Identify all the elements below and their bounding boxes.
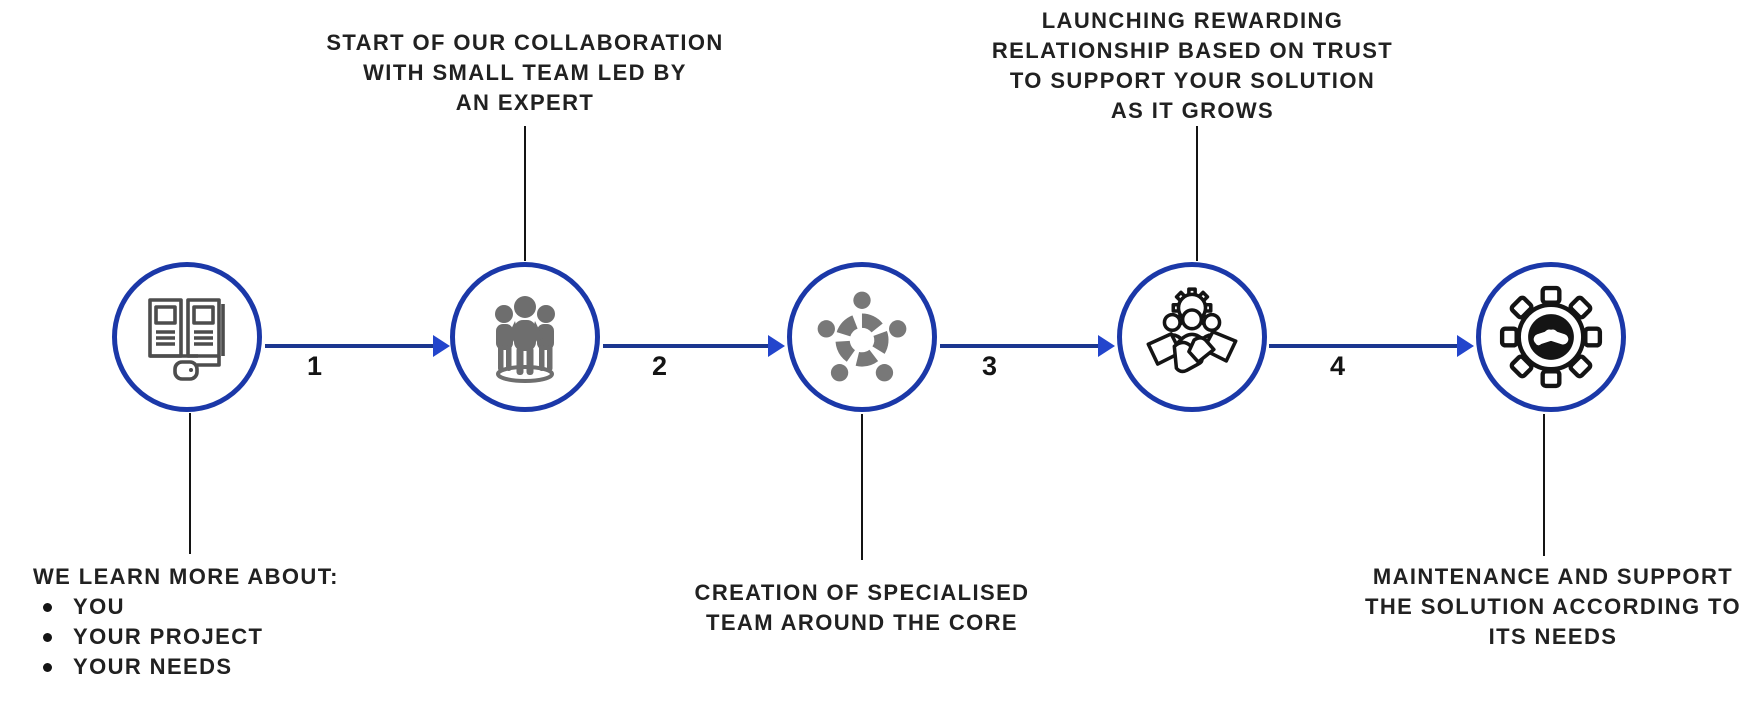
connector-number-3: 3 (981, 351, 999, 381)
connector-line-step-2 (524, 126, 526, 261)
bullet-item: YOU (33, 592, 453, 622)
caption-line: RELATIONSHIP BASED ON TRUST (991, 38, 1394, 63)
caption-line: LAUNCHING REWARDING (1041, 8, 1344, 33)
caption-line: THE SOLUTION ACCORDING TO (1365, 594, 1741, 619)
caption-line: MAINTENANCE AND SUPPORT (1372, 564, 1734, 589)
caption-step-2: START OF OUR COLLABORATION WITH SMALL TE… (245, 28, 805, 118)
arrow-step-3-to-4 (940, 335, 1115, 357)
connector-number-1: 1 (306, 351, 324, 381)
bullet-label: YOU (73, 594, 125, 619)
connector-line-step-4 (1196, 126, 1198, 261)
step-circle-1 (112, 262, 262, 412)
connector-number-4: 4 (1329, 351, 1347, 381)
connector-line-step-1 (189, 413, 191, 554)
bullet-dot (43, 662, 52, 672)
step-circle-4 (1117, 262, 1267, 412)
caption-line: AN EXPERT (455, 90, 595, 115)
caption-step-4: LAUNCHING REWARDING RELATIONSHIP BASED O… (910, 6, 1475, 126)
gear-with-handshake-icon (1499, 285, 1603, 389)
caption-heading: WE LEARN MORE ABOUT: (33, 564, 339, 589)
bullet-item: YOUR PROJECT (33, 622, 453, 652)
caption-line: TEAM AROUND THE CORE (706, 610, 1018, 635)
arrow-step-4-to-5 (1269, 335, 1474, 357)
connector-line-step-5 (1543, 414, 1545, 556)
teamwork-circle-icon (817, 291, 907, 382)
arrow-step-1-to-2 (265, 335, 450, 357)
bullet-label: YOUR NEEDS (73, 654, 233, 679)
step-circle-5 (1476, 262, 1626, 412)
caption-step-5: MAINTENANCE AND SUPPORT THE SOLUTION ACC… (1288, 562, 1744, 652)
step-circle-2 (450, 262, 600, 412)
step-circle-3 (787, 262, 937, 412)
bullet-item: YOUR NEEDS (33, 652, 453, 682)
caption-line: CREATION OF SPECIALISED (694, 580, 1030, 605)
caption-line: WITH SMALL TEAM LED BY (363, 60, 687, 85)
caption-line: TO SUPPORT YOUR SOLUTION (1009, 68, 1376, 93)
connector-number-2: 2 (651, 351, 669, 381)
partnership-handshake-gear-people-icon (1146, 287, 1238, 374)
open-book-and-mouse-icon (148, 298, 225, 381)
connector-line-step-3 (861, 414, 863, 560)
caption-line: START OF OUR COLLABORATION (326, 30, 724, 55)
caption-step-3: CREATION OF SPECIALISED TEAM AROUND THE … (592, 578, 1132, 638)
bullet-dot (43, 632, 52, 642)
team-of-people-icon (495, 296, 555, 383)
arrow-step-2-to-3 (603, 335, 785, 357)
caption-step-1: WE LEARN MORE ABOUT: YOU YOUR PROJECT YO… (33, 562, 453, 682)
caption-line: ITS NEEDS (1488, 624, 1618, 649)
caption-line: AS IT GROWS (1110, 98, 1275, 123)
bullet-dot (43, 602, 52, 612)
bullet-label: YOUR PROJECT (73, 624, 264, 649)
